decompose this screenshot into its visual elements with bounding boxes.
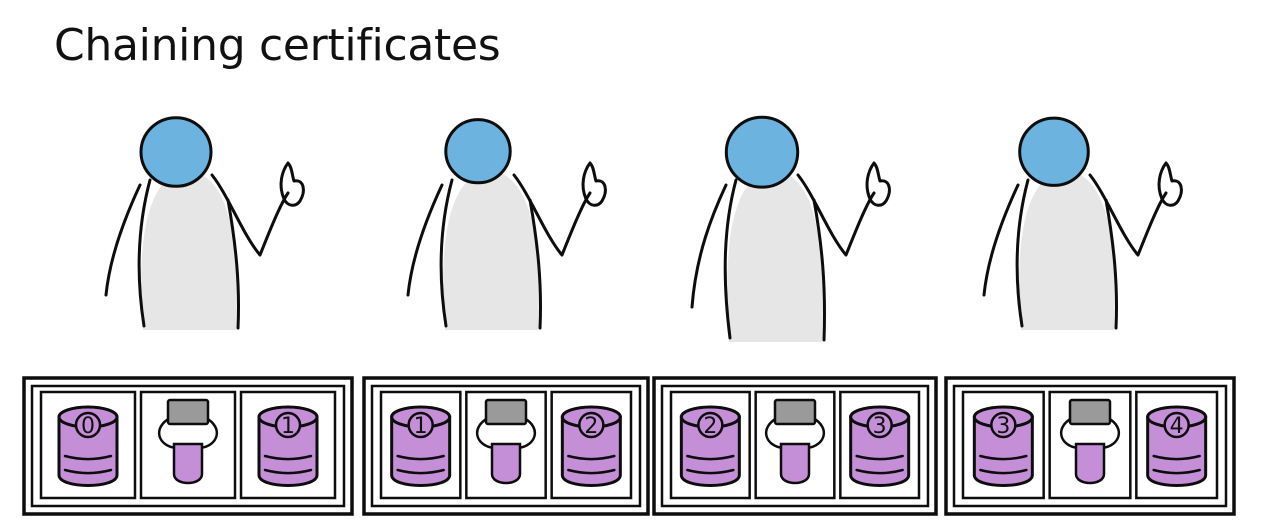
person-body xyxy=(1019,170,1115,330)
page-title: Chaining certificates xyxy=(54,20,501,71)
person-1 xyxy=(104,116,305,330)
person-right-side xyxy=(528,198,543,330)
key-cylinder-left-label: 3 xyxy=(996,414,1010,439)
person-hand xyxy=(865,161,891,207)
signing-laptop xyxy=(475,398,537,485)
person-inner-outline xyxy=(137,178,152,328)
person-head xyxy=(724,115,800,189)
people-group xyxy=(104,115,1183,342)
person-left-outline xyxy=(982,183,1020,297)
person-left-outline xyxy=(104,183,142,297)
person-left-outline xyxy=(406,183,444,297)
key-cylinder-right: 4 xyxy=(1146,405,1208,487)
person-left-outline xyxy=(690,183,728,309)
person-head xyxy=(139,116,213,188)
key-cylinder-right: 1 xyxy=(257,405,319,487)
person-right-arm xyxy=(210,173,290,257)
person-inner-outline xyxy=(439,178,454,328)
person-head xyxy=(444,118,512,185)
person-3 xyxy=(690,115,891,342)
key-cylinder-left: 3 xyxy=(972,405,1034,487)
person-right-arm xyxy=(512,173,592,257)
person-body xyxy=(141,170,237,330)
person-inner-outline xyxy=(723,178,738,340)
person-right-arm xyxy=(1088,173,1168,257)
key-cylinder-right: 3 xyxy=(849,405,911,487)
person-head xyxy=(1018,116,1090,187)
person-right-arm xyxy=(796,173,876,257)
key-cylinder-right-label: 3 xyxy=(873,414,887,439)
key-cylinder-left: 0 xyxy=(57,405,119,487)
key-cylinder-left: 2 xyxy=(679,405,741,487)
person-right-side xyxy=(1104,198,1119,330)
key-cylinder-left: 1 xyxy=(390,405,452,487)
signing-laptop xyxy=(157,398,219,485)
person-inner-outline xyxy=(1015,178,1030,328)
person-hand xyxy=(581,161,607,207)
person-4 xyxy=(982,116,1183,330)
person-right-side xyxy=(812,198,827,342)
key-cylinder-right-label: 1 xyxy=(281,414,295,439)
key-cylinder-left-label: 0 xyxy=(81,414,95,439)
person-right-side xyxy=(226,198,241,330)
person-body xyxy=(443,170,539,330)
key-cylinder-left-label: 2 xyxy=(703,414,717,439)
key-cylinder-right-label: 4 xyxy=(1170,414,1184,439)
key-cylinder-left-label: 1 xyxy=(414,414,428,439)
person-2 xyxy=(406,118,607,330)
signing-laptop xyxy=(764,398,826,485)
person-hand xyxy=(1157,161,1183,207)
person-hand xyxy=(279,161,305,207)
signing-laptop xyxy=(1059,398,1121,485)
key-cylinder-right: 2 xyxy=(560,405,622,487)
person-body xyxy=(727,170,823,342)
key-cylinder-right-label: 2 xyxy=(584,414,598,439)
